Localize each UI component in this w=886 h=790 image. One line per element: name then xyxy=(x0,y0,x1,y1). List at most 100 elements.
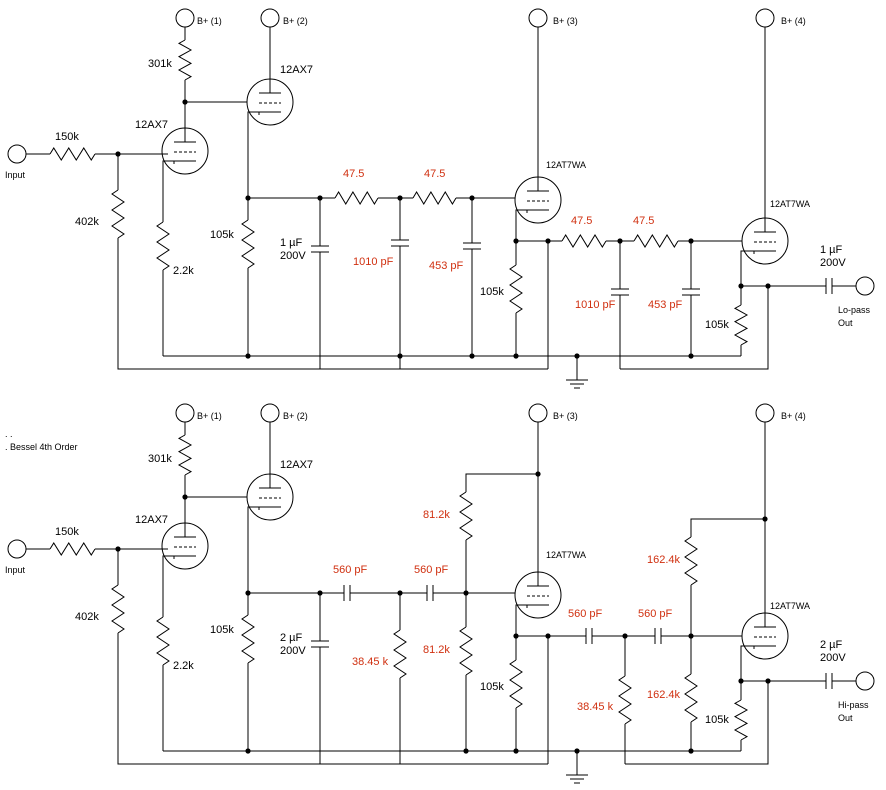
tube-12at7wa-2 xyxy=(741,217,789,265)
resistor-81.2k-bot xyxy=(459,626,473,676)
capacitor-1010pF-1 xyxy=(391,239,409,247)
highpass-output-terminal xyxy=(855,671,875,691)
tube-12ax7-2 xyxy=(246,473,294,521)
resistor-402k-label: 402k xyxy=(75,611,99,623)
resistor-38.45k-1 xyxy=(393,629,407,679)
resistor-301k xyxy=(177,39,193,81)
r-filter-1-label: 47.5 xyxy=(343,168,364,180)
ground-symbol xyxy=(566,761,588,784)
lowpass-output-label: Lo-pass xyxy=(838,305,871,315)
junction-dot xyxy=(463,748,469,754)
r-bot-1-label: 81.2k xyxy=(423,644,450,656)
resistor-47.5-1 xyxy=(334,191,379,205)
r-bot-2-label: 162.4k xyxy=(647,689,681,701)
resistor-47.5-2 xyxy=(412,191,457,205)
input-terminal xyxy=(7,144,27,164)
output-capacitor-hp xyxy=(825,673,833,689)
tube-12ax7-1 xyxy=(161,127,209,175)
capacitor-560pF-3 xyxy=(585,628,593,644)
bplus2-label: B+ (2) xyxy=(283,16,308,26)
resistor-150k xyxy=(49,147,96,161)
c-series-2-label: 560 pF xyxy=(414,564,449,576)
coupling-capacitor-label: 200V xyxy=(280,250,306,262)
resistor-150k-label: 150k xyxy=(55,131,79,143)
bplus2-terminal xyxy=(260,8,280,28)
wire xyxy=(620,286,769,370)
r-top-1-label: 81.2k xyxy=(423,509,450,521)
capacitor-1010pF-2 xyxy=(611,288,629,296)
resistor-162.4k-bot xyxy=(684,673,698,723)
resistor-150k xyxy=(49,542,96,556)
resistor-105k-2 xyxy=(509,264,523,314)
capacitor-453pF-1 xyxy=(463,242,481,250)
resistor-150k-label: 150k xyxy=(55,526,79,538)
tube2-label: 12AX7 xyxy=(280,64,313,76)
wire xyxy=(247,506,259,593)
wire xyxy=(690,518,765,537)
wire xyxy=(740,645,754,681)
r-filter-4-label: 47.5 xyxy=(633,215,654,227)
tube4-label: 12AT7WA xyxy=(770,199,810,209)
tube-12ax7-2 xyxy=(246,78,294,126)
r-shunt-1-label: 38.45 k xyxy=(352,656,389,668)
c-out-hp-label: 2 µF xyxy=(820,639,843,651)
tube-12at7wa-4 xyxy=(741,612,789,660)
wire xyxy=(162,555,174,617)
c-series-4-label: 560 pF xyxy=(638,608,673,620)
resistor-47.5-3 xyxy=(561,234,607,248)
bplus3-terminal-hp xyxy=(528,403,548,423)
bplus2-terminal xyxy=(260,403,280,423)
tube1-label: 12AX7 xyxy=(135,514,168,526)
c-shunt-3-label: 1010 pF xyxy=(575,299,616,311)
resistor-402k xyxy=(111,584,125,634)
lowpass-output-label: Out xyxy=(838,318,853,328)
bplus3-terminal xyxy=(528,8,548,28)
wire xyxy=(625,681,769,765)
input-label: Input xyxy=(5,170,26,180)
wire xyxy=(740,250,754,286)
junction-dot xyxy=(688,748,694,754)
resistor-105k-1-label: 105k xyxy=(210,229,234,241)
output-capacitor xyxy=(825,278,833,294)
resistor-301k-label: 301k xyxy=(148,453,172,465)
bplus1-terminal xyxy=(175,403,195,423)
bplus4-terminal-hp xyxy=(755,403,775,423)
resistor-402k-label: 402k xyxy=(75,216,99,228)
c-out-label: 1 µF xyxy=(820,244,843,256)
input-terminal xyxy=(7,539,27,559)
resistor-38.45k-2 xyxy=(618,675,632,725)
r-shunt-2-label: 38.45 k xyxy=(577,701,614,713)
highpass-output-label: Hi-pass xyxy=(838,700,869,710)
coupling-capacitor xyxy=(311,640,329,648)
resistor-105k-3-label: 105k xyxy=(705,319,729,331)
wire xyxy=(162,160,174,222)
input-label: Input xyxy=(5,565,26,575)
wire xyxy=(515,209,527,241)
c-out-hp-label: 200V xyxy=(820,652,846,664)
capacitor-560pF-4 xyxy=(654,628,662,644)
resistor-105k-4-label: 105k xyxy=(480,681,504,693)
resistor-2.2k-label: 2.2k xyxy=(173,265,194,277)
resistor-301k xyxy=(177,434,193,476)
resistor-105k-1 xyxy=(241,219,255,269)
wire xyxy=(465,473,538,492)
coupling-capacitor-label: 200V xyxy=(280,645,306,657)
r-filter-2-label: 47.5 xyxy=(424,168,445,180)
resistor-105k-3 xyxy=(733,304,749,346)
tube-12at7wa-1 xyxy=(514,176,562,224)
r-filter-3-label: 47.5 xyxy=(571,215,592,227)
resistor-105k-5-label: 105k xyxy=(705,714,729,726)
bplus3-label: B+ (3) xyxy=(553,16,578,26)
tube2-label: 12AX7 xyxy=(280,459,313,471)
capacitor-453pF-2 xyxy=(682,288,700,296)
bplus1-label: B+ (1) xyxy=(197,411,222,421)
junction-dot xyxy=(469,353,475,359)
c-shunt-1-label: 1010 pF xyxy=(353,256,394,268)
resistor-47.5-4 xyxy=(633,234,679,248)
coupling-capacitor xyxy=(311,245,329,253)
tube-12ax7-1 xyxy=(161,522,209,570)
tube1-label: 12AX7 xyxy=(135,119,168,131)
bplus1-terminal xyxy=(175,8,195,28)
resistor-105k-2-label: 105k xyxy=(480,286,504,298)
